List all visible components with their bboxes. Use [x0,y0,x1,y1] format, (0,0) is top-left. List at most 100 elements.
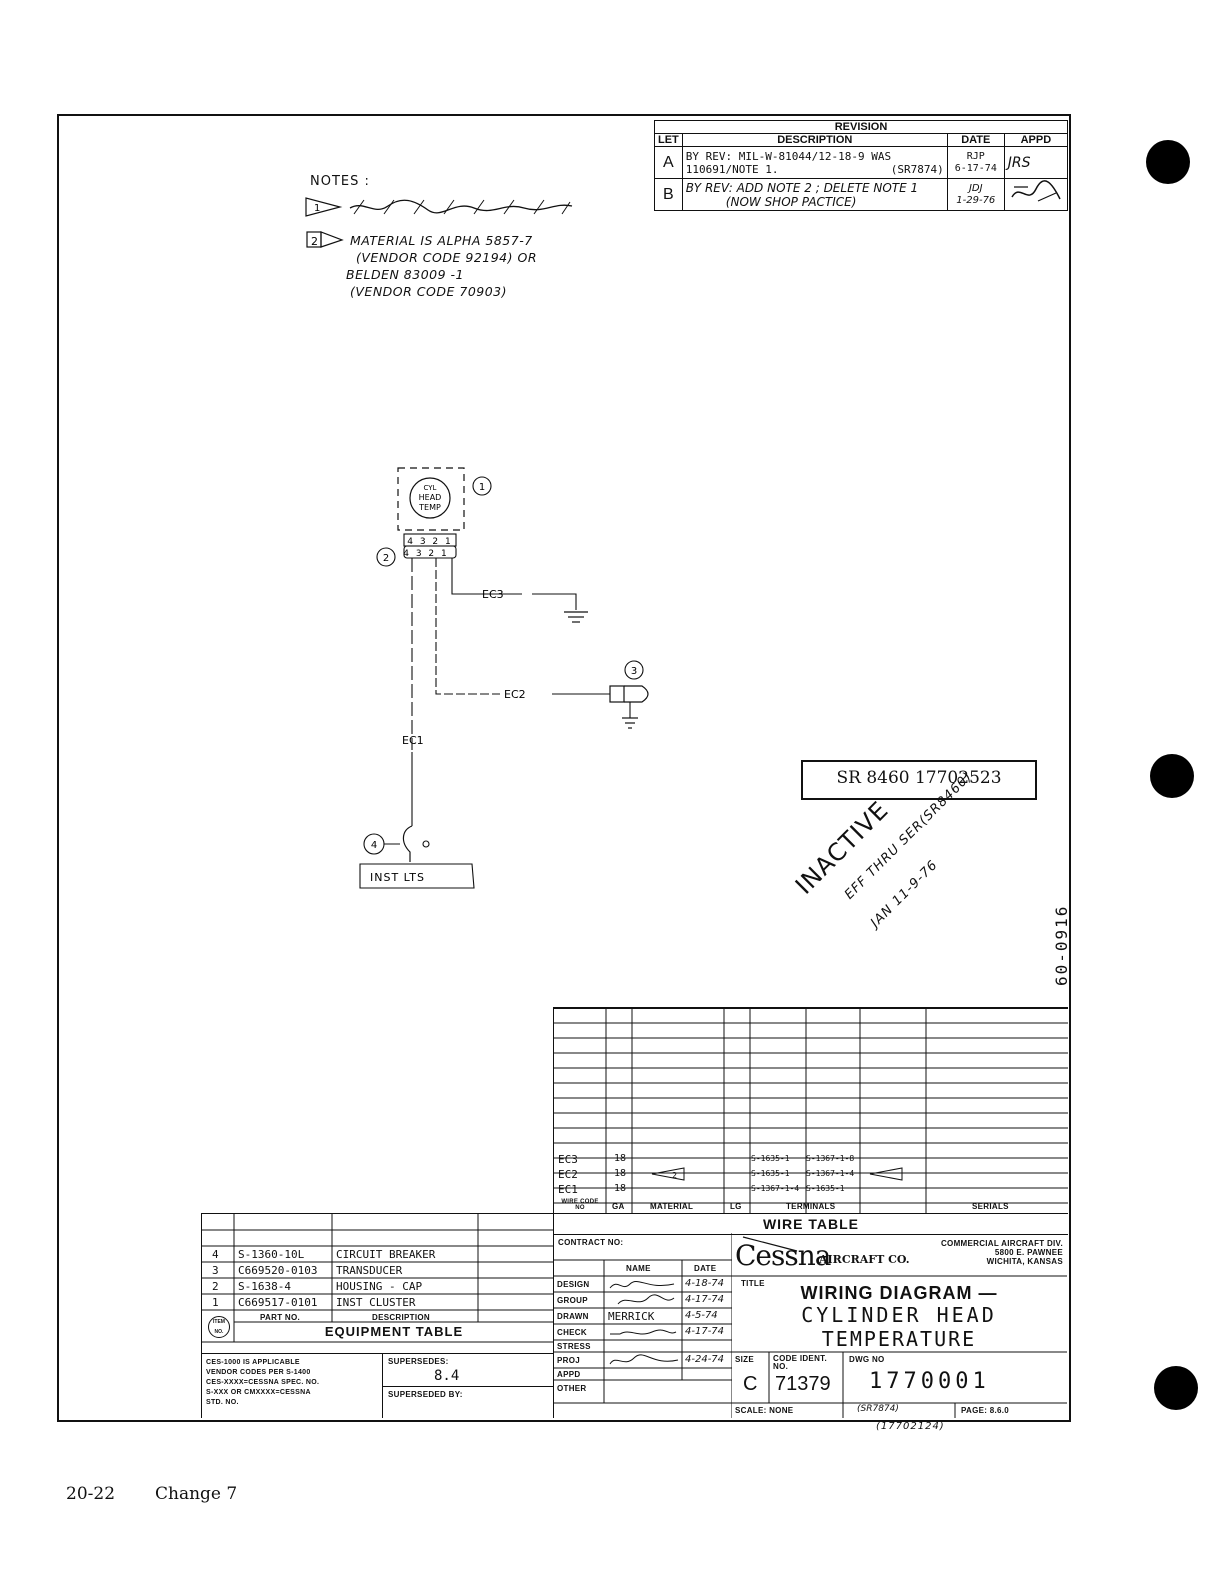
rev-desc-line: 110691/NOTE 1. [685,162,779,176]
ces-block: CES-1000 IS APPLICABLE VENDOR CODES PER … [201,1353,554,1418]
supersedes-value: 8.4 [434,1368,460,1384]
sig-row-date: 4-18-74 [685,1278,725,1289]
rev-date: 6-17-74 [954,162,997,174]
inst-lts-bus [359,863,475,889]
signature-scribble [609,1280,675,1289]
equip-part: S-1360-10L [238,1248,305,1261]
title-block: Cessna AIRCRAFT CO. COMMERCIAL AIRCRAFT … [731,1233,1067,1418]
superseded-by-label: SUPERSEDED BY: [388,1390,463,1399]
page-label: PAGE: 8.6.0 [961,1406,1010,1415]
rev-desc-line: BY REV: ADD NOTE 2 ; DELETE NOTE 1 [685,180,919,195]
equip-desc: HOUSING - CAP [336,1280,423,1293]
note-2-flag-icon: 2 [651,1167,685,1181]
sig-row-date: 4-17-74 [685,1294,725,1305]
wire-label-ec2: EC2 [504,688,526,701]
signature-grid [554,1233,732,1418]
drawing-frame [57,114,1071,1422]
equip-item: 2 [212,1280,219,1293]
wire-table: EC3 18 S-1635-1 S-1367-1-8 EC2 18 2 S-16… [553,1007,1068,1213]
connector-pins: 4 3 2 1 [407,537,453,547]
wire-gauge: 18 [614,1168,627,1179]
code-ident-value: 71379 [775,1373,831,1395]
scale-label: SCALE: NONE [735,1406,794,1415]
inst-cluster-outline [397,467,465,531]
drawing-title-line: TEMPERATURE [821,1327,977,1351]
wire-header-terminals: TERMINALS [786,1202,836,1211]
equip-item: 3 [212,1264,219,1277]
sig-row-date: 4-24-74 [685,1354,725,1365]
revision-title: REVISION [654,120,1068,134]
equipment-table: 4 S-1360-10L CIRCUIT BREAKER 3 C669520-0… [201,1213,554,1354]
sig-row-label: GROUP [557,1296,588,1305]
equipment-table-grid [202,1214,554,1343]
gauge-label: CYL [424,484,437,492]
division-address: COMMERCIAL AIRCRAFT DIV. 5800 E. PAWNEE … [907,1239,1063,1266]
wire-terminal: S-1635-1 [751,1154,790,1163]
equip-header-desc: DESCRIPTION [372,1313,430,1322]
note-2-number: 2 [311,235,318,248]
size-value: C [743,1373,758,1395]
equip-part: C669520-0103 [238,1264,318,1277]
rev-initials: RJP [966,150,985,162]
rev-approval-signature: JRS [1003,146,1069,179]
inst-lts-label: INST LTS [370,871,425,884]
rev-let: A [654,146,683,179]
punch-hole [1154,1366,1198,1410]
callout-number: 2 [383,553,389,564]
title-block-grid [731,1275,1067,1418]
wire-label-ec3: EC3 [482,588,504,601]
signature-scribble [617,1294,675,1305]
sig-row-label: CHECK [557,1328,587,1337]
note-2-line: MATERIAL IS ALPHA 5857-7 [350,233,533,248]
wire-ec2 [435,558,500,695]
sig-row-date: 4-5-74 [685,1310,718,1321]
sr-stamp: SR 8460 17702523 [801,760,1037,800]
note-flag-number: 2 [672,1171,677,1180]
sig-row-label: DESIGN [557,1280,590,1289]
sig-row-label: OTHER [557,1384,587,1393]
wire-header-code: WIRE CODE NO [561,1199,599,1211]
page-number: 20-22 [66,1484,116,1504]
wire-ec3 [451,558,522,595]
ces-notes: CES-1000 IS APPLICABLE VENDOR CODES PER … [206,1358,319,1408]
equip-header-part: PART NO. [260,1313,301,1322]
rev-desc-line: BY REV: MIL-W-81044/12-18-9 WAS [685,149,892,163]
sig-row-date: 4-17-74 [685,1326,725,1337]
rev-approval-signature [1003,178,1069,211]
rev-desc-sr: (SR7874) [890,162,944,176]
callout-1 [472,476,492,496]
equip-header-item: ITEM NO. [208,1316,230,1338]
ces-line: S-XXX OR CMXXXX=CESSNA [206,1389,311,1396]
change-number: Change 7 [155,1484,238,1504]
contract-label: CONTRACT NO: [558,1238,624,1247]
notes-title: NOTES : [310,174,370,189]
rev-header-date: DATE [946,133,1005,147]
cyl-head-temp-gauge [409,477,451,519]
rev-desc-line: (NOW SHOP PACTICE) [725,194,857,209]
division-line: WICHITA, KANSAS [986,1257,1063,1266]
callout-number: 3 [631,666,637,677]
equip-item: 4 [212,1248,219,1261]
note-2-line: (VENDOR CODE 70903) [350,284,508,299]
cessna-logo-swoosh [742,1236,798,1252]
wire-gauge: 18 [614,1153,627,1164]
company-suffix: AIRCRAFT CO. [819,1253,910,1266]
rev-header-desc: DESCRIPTION [681,133,948,147]
wire-terminal: S-1367-1-4 [751,1184,800,1193]
cessna-logo: Cessna [735,1239,831,1272]
signature-block: CONTRACT NO: NAME DATE DESIGN 4-18-74 GR… [553,1233,732,1418]
gauge-label: TEMP [418,503,441,512]
reference-below-block: (17702124) [876,1421,945,1432]
punch-hole [1146,140,1190,184]
wire-header-ga: GA [612,1202,625,1211]
wire-code: EC1 [558,1183,578,1196]
wire-terminal: S-1367-1-4 [806,1169,855,1178]
signature-scribble [609,1354,679,1365]
wire-terminal: S-1367-1-8 [806,1154,855,1163]
wire-ec3-ground-lead [532,593,577,610]
sig-row-label: DRAWN [557,1312,589,1321]
rev-date: 1-29-76 [956,194,996,206]
ces-line: VENDOR CODES PER S-1400 [206,1369,311,1376]
rev-initials: JDJ [968,182,983,194]
ces-line: CES-XXXX=CESSNA SPEC. NO. [206,1379,320,1386]
